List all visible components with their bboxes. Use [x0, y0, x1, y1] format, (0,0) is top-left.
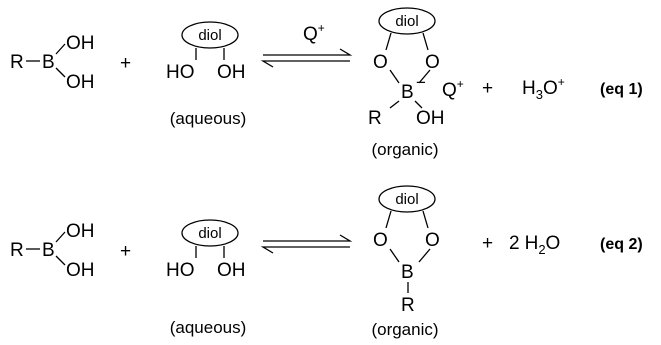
boron-atom: B: [42, 52, 55, 73]
boronate-ester-1: diol O O B − R OH Q+: [368, 7, 464, 129]
b-oh-bond: [414, 100, 423, 109]
r-group: R: [10, 240, 24, 261]
phase-organic: (organic): [371, 140, 438, 159]
diol-1: diol HO OH: [166, 21, 246, 83]
equilibrium-arrows-1: [260, 48, 353, 68]
diol-o-bond-left: [385, 32, 392, 51]
boron-charge: −: [416, 73, 426, 92]
diol-ellipse: [181, 219, 239, 247]
reverse-arrow: [260, 60, 350, 68]
b-r-bond: [389, 100, 400, 109]
equation-2: R B OH OH + diol HO OH (aqueous) diol: [10, 185, 643, 339]
o-b-bond-right: [418, 248, 431, 263]
o-b-bond-right: [418, 69, 431, 84]
diol-ho: HO: [166, 62, 195, 83]
diol-label: diol: [198, 225, 221, 242]
o-b-bond-left: [389, 69, 400, 84]
diol-2: diol HO OH: [166, 219, 246, 281]
o-b-bond-left: [389, 248, 400, 263]
diol-o-bond-right: [422, 210, 429, 229]
boronate-ester-2: diol O O B R: [373, 185, 440, 316]
equilibrium-arrows-2: [260, 234, 353, 254]
hydroxyl-bottom: OH: [66, 260, 95, 281]
product-diol-label: diol: [395, 191, 418, 208]
phase-aqueous: (aqueous): [170, 109, 247, 128]
boronic-acid-1: R B OH OH: [10, 33, 95, 93]
catalyst-q: Q+: [303, 21, 325, 45]
equation-label: (eq 2): [600, 236, 643, 253]
diol-oh: OH: [217, 260, 246, 281]
b-o-bond-top: [55, 43, 66, 55]
hydroxyl-bottom: OH: [66, 72, 95, 93]
r-group: R: [368, 108, 382, 129]
product-diol-ellipse: [378, 7, 436, 35]
reverse-arrow: [260, 246, 350, 254]
phase-organic: (organic): [371, 320, 438, 339]
b-o-bond-bottom: [55, 255, 66, 266]
diol-ho: HO: [166, 260, 195, 281]
plus-sign-2: +: [482, 78, 493, 99]
hydroxyl-top: OH: [66, 33, 95, 54]
phase-aqueous: (aqueous): [170, 318, 247, 337]
product-diol-label: diol: [395, 13, 418, 30]
oxygen-right: O: [425, 52, 440, 73]
equation-label: (eq 1): [600, 81, 643, 98]
equation-1: R B OH OH + diol HO OH (aqueous) Q+: [10, 7, 643, 159]
diol-o-bond-left: [385, 210, 392, 229]
counterion-q: Q+: [442, 77, 464, 101]
oxygen-right: O: [425, 230, 440, 251]
plus-sign-2: +: [482, 233, 493, 254]
boron-atom: B: [401, 262, 414, 283]
r-group: R: [401, 295, 415, 316]
plus-sign: +: [120, 241, 131, 262]
b-o-bond-bottom: [55, 67, 66, 78]
diol-label: diol: [198, 27, 221, 44]
boronic-acid-2: R B OH OH: [10, 221, 95, 281]
r-group: R: [10, 52, 24, 73]
boron-atom: B: [42, 240, 55, 261]
product-diol-ellipse: [378, 185, 436, 213]
oxygen-left: O: [373, 52, 388, 73]
boron-atom: B: [401, 82, 414, 103]
diol-o-bond-right: [422, 32, 429, 51]
hydroxyl: OH: [416, 108, 445, 129]
oxygen-left: O: [373, 230, 388, 251]
b-o-bond-top: [55, 231, 66, 243]
forward-arrow: [263, 234, 353, 242]
diol-oh: OH: [217, 62, 246, 83]
forward-arrow: [263, 48, 353, 56]
plus-sign: +: [120, 53, 131, 74]
hydronium: H3O+: [522, 75, 565, 102]
hydroxyl-top: OH: [66, 221, 95, 242]
diol-ellipse: [181, 21, 239, 49]
